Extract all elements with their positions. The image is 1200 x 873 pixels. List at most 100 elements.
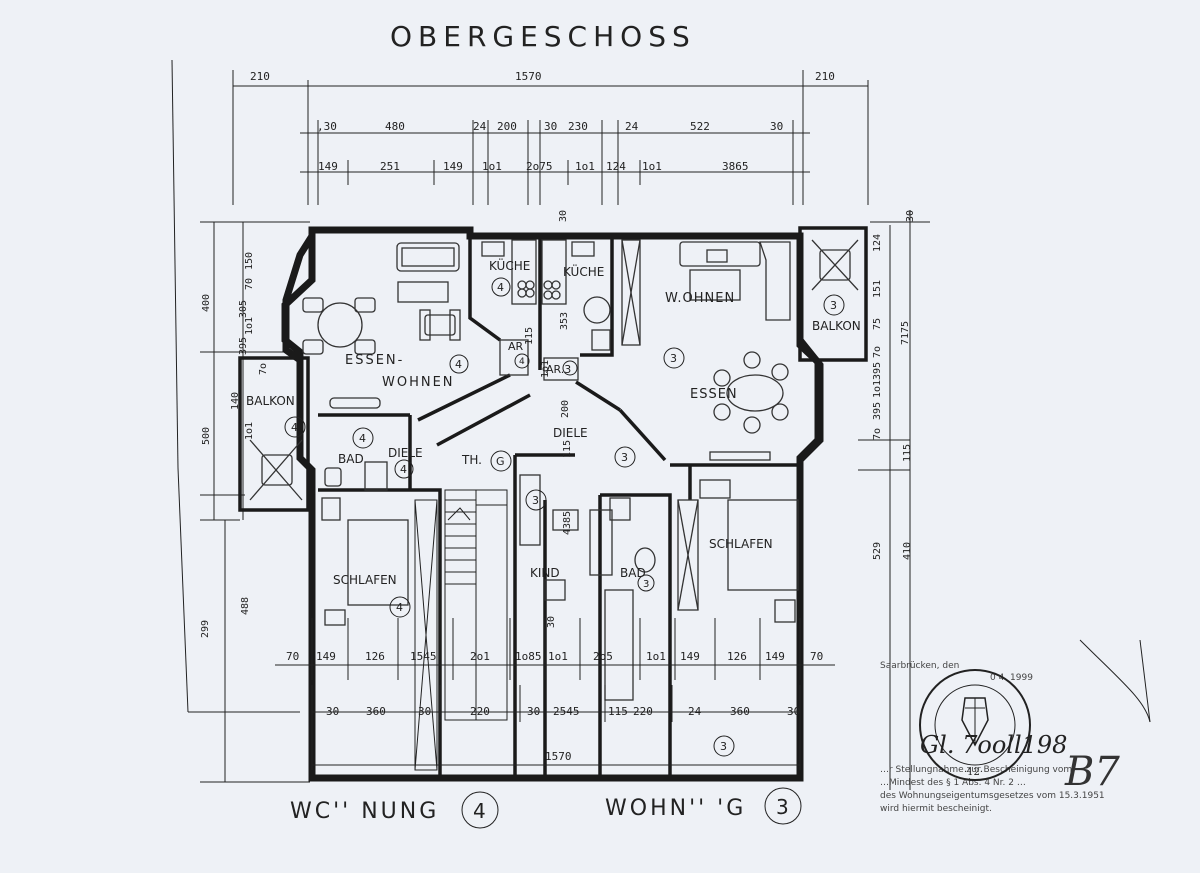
svg-text:3: 3	[670, 352, 677, 365]
svg-text:3: 3	[621, 451, 628, 464]
marker-bad-4: 4	[352, 427, 374, 449]
marker-schlafen-4: 4	[389, 596, 411, 618]
dim-left-1: 500	[201, 427, 212, 445]
dim-top-2-8: 30	[770, 120, 783, 133]
dim-top-3-0: 149	[318, 160, 338, 173]
marker-essen-wohnen-4: 4	[449, 354, 469, 374]
dim-left-9: 140	[230, 392, 241, 410]
dim-bot-1-5: 1o85	[515, 650, 542, 663]
room-labels: ESSEN- WOHNEN KÜCHE KÜCHE W.OHNEN BALKON…	[246, 257, 861, 587]
marker-balkon-3: 3	[823, 294, 845, 316]
dim-bot-1-10: 126	[727, 650, 747, 663]
svg-text:4: 4	[291, 421, 298, 434]
inner-dim-4: 115	[562, 440, 573, 458]
marker-diele-3: 3	[614, 446, 636, 468]
room-kueche-4: KÜCHE	[489, 257, 530, 273]
dim-bot-1-12: 70	[810, 650, 823, 663]
dim-top-2-0: ,30	[317, 120, 337, 133]
marker-kueche-4: 4	[491, 277, 511, 297]
marker-th: G	[490, 450, 512, 472]
marker-ar-4: 4	[514, 353, 530, 369]
dim-bot-1-2: 126	[365, 650, 385, 663]
dim-top-3-5: 1o1	[575, 160, 595, 173]
cert-line-2: …Mindest des § 1 Abs. 4 Nr. 2 …	[880, 778, 1026, 788]
footer: WC'' NUNG 4 WOHN'' 'G 3	[290, 787, 802, 829]
dim-right-10: 395	[872, 402, 883, 420]
room-balkon-4: BALKON	[246, 394, 295, 408]
dim-bot-3-0: 1570	[545, 750, 572, 763]
dim-bot-1-1: 149	[316, 650, 336, 663]
footer-wohnung-4: WC'' NUNG	[290, 799, 439, 824]
dim-right-4: 7o	[872, 346, 883, 358]
dim-right-9: 7175	[900, 321, 911, 345]
room-schlafen-4: SCHLAFEN	[333, 573, 397, 587]
left-dimension-labels: 400 500 299 488 150 70 305 1o1 395 140 7…	[200, 252, 269, 638]
dim-top-3-1: 251	[380, 160, 400, 173]
inner-dim-3: 200	[560, 400, 571, 418]
room-th: TH.	[461, 453, 482, 467]
dim-bot-1-4: 2o1	[470, 650, 490, 663]
dim-bot-2-6: 115	[608, 705, 628, 718]
room-kind: KIND	[530, 566, 560, 580]
cert-line-4: wird hiermit bescheinigt.	[880, 804, 992, 814]
svg-text:4: 4	[359, 432, 366, 445]
cert-date: 0 4. 1999	[990, 673, 1033, 683]
dim-top-1-a: 210	[250, 70, 270, 83]
dim-right-12: 410	[902, 542, 913, 560]
dim-bot-2-9: 360	[730, 705, 750, 718]
room-ar-4: AR	[508, 340, 524, 353]
room-bad-4: BAD	[338, 452, 364, 466]
svg-text:3: 3	[643, 579, 649, 590]
dim-top-3-8: 3865	[722, 160, 749, 173]
marker-bad-3: 3	[637, 574, 655, 592]
dim-left-2: 299	[200, 620, 211, 638]
dim-top-3-4: 2o75	[526, 160, 553, 173]
dim-left-8: 395	[238, 337, 249, 355]
dim-top-2-3: 200	[497, 120, 517, 133]
official-stamp: ·12·	[919, 669, 1031, 781]
dim-top-2-5: 230	[568, 120, 588, 133]
room-balkon-3: BALKON	[812, 319, 861, 333]
dim-left-4: 150	[244, 252, 255, 270]
dim-left-6: 305	[238, 300, 249, 318]
dim-top-2-6: 24	[625, 120, 639, 133]
dim-bot-2-1: 360	[366, 705, 386, 718]
dim-right-5: 1o1	[872, 380, 883, 398]
inner-dim-5: 4385	[562, 511, 573, 535]
dim-left-5: 70	[244, 278, 255, 290]
inner-dim-1: 115	[524, 327, 535, 345]
svg-text:4: 4	[455, 358, 462, 371]
dim-right-3: 75	[872, 318, 883, 330]
svg-text:4: 4	[400, 463, 407, 476]
top-dimensions: 210 1570 210 ,30 480 24 200 30 230 24 52…	[232, 70, 869, 205]
marker-balkon-4: 4	[284, 416, 306, 438]
footer-wohnung-3-number: 3	[776, 795, 789, 819]
inner-dim-0: 30	[558, 210, 569, 222]
dim-bot-1-11: 149	[765, 650, 785, 663]
room-essen-wohnen-4-b: WOHNEN	[382, 375, 455, 390]
bottom-dimensions: 70 149 126 1545 2o1 1o85 1o1 2o5 1o1 149…	[275, 618, 835, 770]
inner-dimensions: 30 115 353 200 115 4385 30 1o1	[524, 210, 573, 628]
marker-diele-4: 4	[394, 459, 414, 479]
cert-line-1: …r Stellungnahme zur Bescheinigung vom	[880, 765, 1072, 775]
dim-left-11: 1o1	[244, 422, 255, 440]
dim-bot-1-8: 1o1	[646, 650, 666, 663]
inner-dim-7: 1o1	[540, 360, 551, 378]
dim-bot-2-0: 30	[326, 705, 339, 718]
svg-text:3: 3	[720, 740, 727, 753]
marker-wohnen-3: 3	[663, 347, 685, 369]
room-schlafen-3: SCHLAFEN	[709, 537, 773, 551]
dim-top-3-6: 124	[606, 160, 626, 173]
dim-top-1-c: 210	[815, 70, 835, 83]
svg-text:3: 3	[532, 494, 539, 507]
svg-text:4: 4	[519, 357, 525, 367]
room-wohnen-3: W.OHNEN	[665, 291, 735, 306]
marker-schlafen-3: 3	[713, 735, 735, 757]
dim-left-7: 1o1	[244, 317, 255, 335]
dim-bot-1-3: 1545	[410, 650, 437, 663]
right-dimension-labels: 30 124 151 75 7o 1o1 395 7o 115 7175 395…	[872, 210, 916, 560]
dim-bot-2-8: 24	[688, 705, 702, 718]
dim-bot-2-10: 30	[787, 705, 800, 718]
staircase	[414, 489, 508, 771]
